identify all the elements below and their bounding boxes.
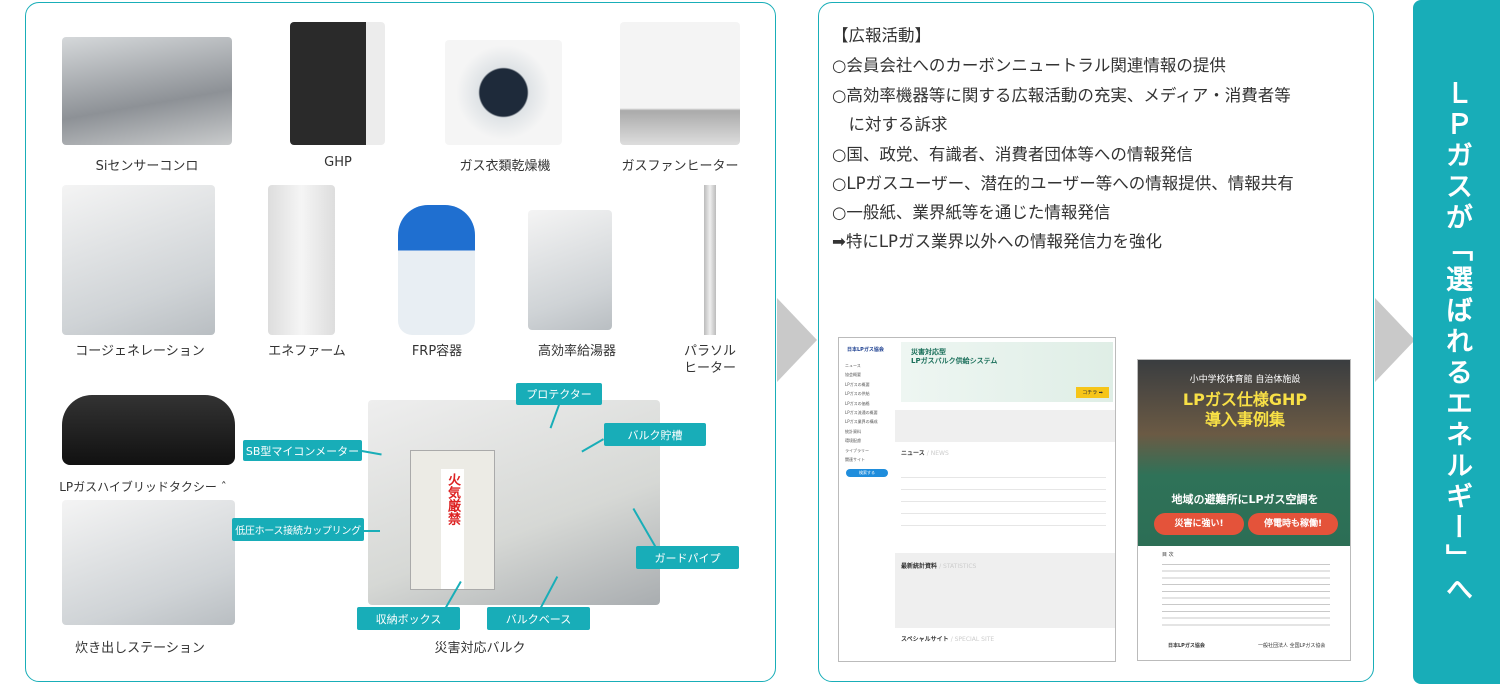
leader-line — [364, 530, 380, 532]
nav-item: 統計資料 — [845, 428, 861, 434]
pr-heading: 【広報活動】 — [832, 26, 931, 45]
water-heater-image — [528, 210, 612, 330]
nav-item: LPガスの価格 — [845, 400, 870, 406]
tag-bulk-tank: バルク貯槽 — [604, 423, 706, 446]
website-banner-area — [895, 410, 1115, 442]
label-hybrid-taxi: LPガスハイブリッドタクシー ˆ — [59, 480, 227, 494]
tag-protector: プロテクター — [516, 383, 602, 405]
special-en: / SPECIAL SITE — [950, 636, 995, 643]
gas-fan-heater-image — [620, 22, 740, 145]
stats-en: / STATISTICS — [939, 563, 977, 570]
news-list — [901, 466, 1106, 526]
label-cooking-station: 炊き出しステーション — [75, 641, 205, 656]
brochure-badge-2: 停電時も稼働! — [1248, 513, 1338, 535]
cogeneration-image — [62, 185, 215, 335]
brochure-tagline: 地域の避難所にLPガス空調を — [1171, 493, 1319, 506]
gas-dryer-image — [445, 40, 562, 145]
label-gas-dryer: ガス衣類乾燥機 — [459, 159, 551, 174]
brochure-org-1: 日本LPガス協会 — [1168, 643, 1205, 649]
ghp-brochure: 小中学校体育館 自治体施設 LPガス仕様GHP 導入事例集 地域の避難所にLPガ… — [1137, 359, 1351, 661]
pr-line: ○LPガスユーザー、潜在的ユーザー等への情報提供、情報共有 — [832, 174, 1294, 193]
nav-item: ライブラリー — [845, 447, 869, 453]
stats-area: 最新統計資料 / STATISTICS — [895, 553, 1115, 628]
brochure-badge-1: 災害に強い! — [1154, 513, 1244, 535]
stats-title: 最新統計資料 — [901, 563, 938, 570]
fire-warning-sign: 火気厳禁 — [441, 469, 464, 589]
label-parasol-heater-1: パラソル — [683, 344, 737, 359]
nav-item: LPガスの供給 — [845, 391, 870, 397]
hero-subtitle: LPガスバルク供給システム — [911, 357, 998, 365]
flow-arrow-icon — [1375, 298, 1415, 382]
pr-line: ○国、政党、有識者、消費者団体等への情報発信 — [832, 145, 1193, 164]
flow-arrow-icon — [777, 298, 817, 382]
tag-guard-pipe: ガードパイプ — [636, 546, 739, 569]
label-si-sensor-stove: Siセンサーコンロ — [95, 159, 199, 174]
label-water-heater: 高効率給湯器 — [537, 344, 617, 359]
website-sidebar: 日本LPガス協会 ニュース 協会概要 LPガスの概要 LPガスの供給 LPガスの… — [839, 338, 895, 661]
nav-item: 関連サイト — [845, 457, 865, 463]
nav-item: LPガス業界の構成 — [845, 419, 878, 425]
nav-item: 協会概要 — [845, 372, 861, 378]
banner-chosen-energy: ＬＰガスが「選ばれるエネルギー」へ — [1413, 0, 1500, 684]
frp-container-image — [398, 205, 475, 335]
label-frp-container: FRP容器 — [411, 344, 463, 359]
ghp-image — [290, 22, 385, 145]
hero-cta: コチラ ➡ — [1076, 387, 1109, 398]
website-hero: 災害対応型 LPガスバルク供給システム コチラ ➡ — [901, 342, 1113, 402]
brochure-org-2: 一般社団法人 全国LPガス協会 — [1258, 643, 1326, 649]
pr-line: に対する訴求 — [832, 115, 948, 134]
pr-line: ○高効率機器等に関する広報活動の充実、メディア・消費者等 — [832, 86, 1291, 105]
website-logo: 日本LPガス協会 — [847, 347, 884, 353]
hybrid-taxi-image — [62, 395, 235, 465]
tag-storage-box: 収納ボックス — [357, 607, 460, 630]
nav-item: LPガスの概要 — [845, 381, 870, 387]
label-gas-fan-heater: ガスファンヒーター — [621, 159, 739, 174]
storage-box: 火気厳禁 — [410, 450, 495, 590]
label-enefarm: エネファーム — [268, 344, 346, 359]
parasol-heater-image — [680, 185, 740, 335]
pr-line: ○一般紙、業界紙等を通じた情報発信 — [832, 203, 1111, 222]
cooking-station-image — [62, 500, 235, 625]
brochure-title-2: 導入事例集 — [1204, 410, 1285, 429]
tag-bulk-base: バルクベース — [487, 607, 590, 630]
label-parasol-heater-2: ヒーター — [683, 361, 737, 376]
nav-item: LPガス流通の概要 — [845, 410, 878, 416]
tag-sb-meter: SB型マイコンメーター — [243, 440, 362, 461]
label-ghp: GHP — [324, 155, 352, 170]
special-title: スペシャルサイト — [901, 636, 949, 643]
website-screenshot: 日本LPガス協会 ニュース 協会概要 LPガスの概要 LPガスの供給 LPガスの… — [838, 337, 1116, 662]
hero-title: 災害対応型 — [911, 348, 946, 356]
pr-emphasis: ➡特にLPガス業界以外への情報発信力を強化 — [832, 232, 1162, 251]
enefarm-image — [268, 185, 335, 335]
label-cogeneration: コージェネレーション — [75, 344, 205, 359]
brochure-toc — [1162, 560, 1330, 630]
news-heading: ニュース / NEWS — [901, 448, 949, 457]
label-disaster-bulk: 災害対応バルク — [434, 641, 526, 656]
nav-item: 環境配慮 — [845, 438, 861, 444]
tag-hose-coupling: 低圧ホース接続カップリング — [232, 518, 364, 541]
si-sensor-stove-image — [62, 37, 232, 145]
nav-item: ニュース — [845, 363, 861, 368]
news-title: ニュース — [901, 450, 925, 457]
pr-line: ○会員会社へのカーボンニュートラル関連情報の提供 — [832, 56, 1226, 75]
brochure-toc-title: 目 次 — [1162, 552, 1174, 558]
news-en: / NEWS — [926, 450, 949, 457]
website-search-button: 検索する — [846, 469, 888, 477]
brochure-title-1: LPガス仕様GHP — [1182, 390, 1308, 409]
brochure-subtitle: 小中学校体育館 自治体施設 — [1189, 375, 1301, 385]
